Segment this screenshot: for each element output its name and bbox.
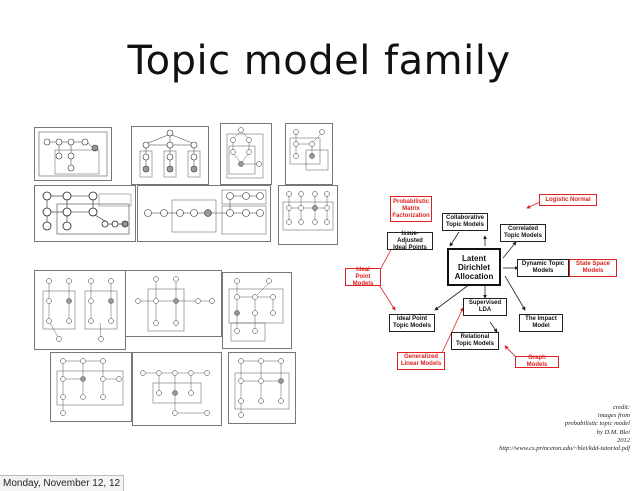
figure-time-series-model-b xyxy=(132,352,222,426)
slide-title: Topic model family xyxy=(127,38,511,84)
topic-model-concept-map: Probabilistic Matrix Factorization Colla… xyxy=(335,180,635,380)
node-generalized-linear-models: Generalized Linear Models xyxy=(397,352,445,370)
node-probabilistic-matrix-factorization: Probabilistic Matrix Factorization xyxy=(390,196,432,222)
node-supervised-lda: Supervised LDA xyxy=(463,298,507,316)
figure-collaborative-model xyxy=(137,185,271,242)
credit-line-1: credit: xyxy=(612,404,630,411)
node-issue-adjusted-ideal-points: Issue-Adjusted Ideal Points xyxy=(387,231,433,251)
node-state-space-models: State Space Models xyxy=(569,259,617,277)
node-relational-topic-models: Relational Topic Models xyxy=(451,332,499,350)
figure-relational-model xyxy=(125,270,222,337)
figure-hierarchical-model xyxy=(220,123,272,185)
slide-date-stamp: Monday, November 12, 12 xyxy=(0,475,125,491)
figure-issue-model xyxy=(222,272,292,349)
figure-nested-model xyxy=(285,123,333,185)
node-ideal-point-models: Ideal Point Models xyxy=(345,267,381,287)
figure-time-series-model-a xyxy=(50,352,132,422)
figure-chain-model xyxy=(34,127,112,181)
figure-supervised-model xyxy=(34,270,126,350)
node-logistic-normal: Logistic Normal xyxy=(539,194,597,206)
node-ideal-point-topic-models: Ideal Point Topic Models xyxy=(389,314,435,332)
node-dynamic-topic-models: Dynamic Topic Models xyxy=(517,259,569,277)
node-the-impact-model: The Impact Model xyxy=(519,314,563,332)
credit-url[interactable]: http://www.cs.princeton.edu/~blei/kdd-tu… xyxy=(499,445,630,453)
credit-line-4: by D.M. Blei xyxy=(596,428,630,436)
figure-parse-tree-model xyxy=(34,185,136,242)
figure-ideal-point-model xyxy=(278,185,338,245)
credit-line-3: probabilistic topic model xyxy=(564,420,630,428)
credit-line-5: 2012 xyxy=(617,436,630,444)
node-latent-dirichlet-allocation: Latent Dirichlet Allocation xyxy=(447,248,501,286)
figure-time-series-model-c xyxy=(228,352,296,424)
figure-dynamic-model xyxy=(131,126,209,185)
credit-block: credit: images from probabilistic topic … xyxy=(420,404,630,453)
node-collaborative-topic-models: Collaborative Topic Models xyxy=(442,213,488,231)
credit-line-2: images from xyxy=(597,412,630,420)
node-graph-models: Graph Models xyxy=(515,355,559,368)
node-correlated-topic-models: Correlated Topic Models xyxy=(500,224,546,242)
